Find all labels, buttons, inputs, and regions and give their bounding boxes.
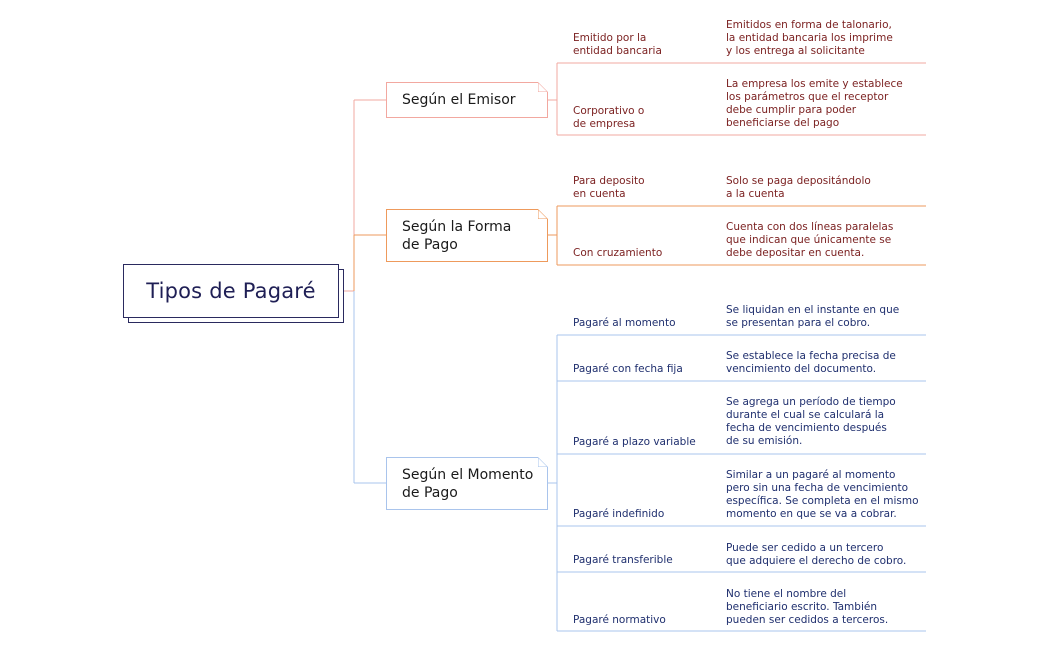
item-description: Puede ser cedido a un tercero que adquie… [726,542,907,567]
item-description: No tiene el nombre del beneficiario escr… [726,588,889,626]
item-description: Cuenta con dos líneas paralelas que indi… [726,221,894,259]
item-description: La empresa los emite y establece los par… [726,78,903,129]
item-label: Pagaré normativo [573,614,666,626]
category-segun-el-momento-de-pago[interactable]: Según el Momento de Pago [386,457,548,510]
item-label: Pagaré transferible [573,554,673,566]
fold-corner-icon [538,82,548,92]
category-label: Según el Emisor [402,92,516,108]
item-label: Para deposito en cuenta [573,175,645,200]
category-segun-el-emisor[interactable]: Según el Emisor [386,82,548,118]
category-label: Según el Momento de Pago [402,466,534,501]
item-label: Pagaré a plazo variable [573,436,696,448]
item-label: Pagaré indefinido [573,508,665,520]
category-segun-la-forma-de-pago[interactable]: Según la Forma de Pago [386,209,548,262]
item-description: Se establece la fecha precisa de vencimi… [726,350,896,375]
item-description: Emitidos en forma de talonario, la entid… [726,19,893,57]
fold-corner-icon [538,209,548,219]
item-description: Similar a un pagaré al momento pero sin … [726,469,919,520]
root-title: Tipos de Pagaré [146,279,316,303]
item-label: Con cruzamiento [573,247,663,259]
item-description: Solo se paga depositándolo a la cuenta [726,175,871,200]
category-label: Según la Forma de Pago [402,218,512,253]
item-label: Corporativo o de empresa [573,105,645,130]
item-label: Emitido por la entidad bancaria [573,32,662,57]
item-label: Pagaré al momento [573,317,676,329]
root-node[interactable]: Tipos de Pagaré [123,264,339,318]
item-label: Pagaré con fecha fija [573,363,683,375]
fold-corner-icon [538,457,548,467]
item-description: Se liquidan en el instante en que se pre… [726,304,900,329]
item-description: Se agrega un período de tiempo durante e… [726,396,896,447]
